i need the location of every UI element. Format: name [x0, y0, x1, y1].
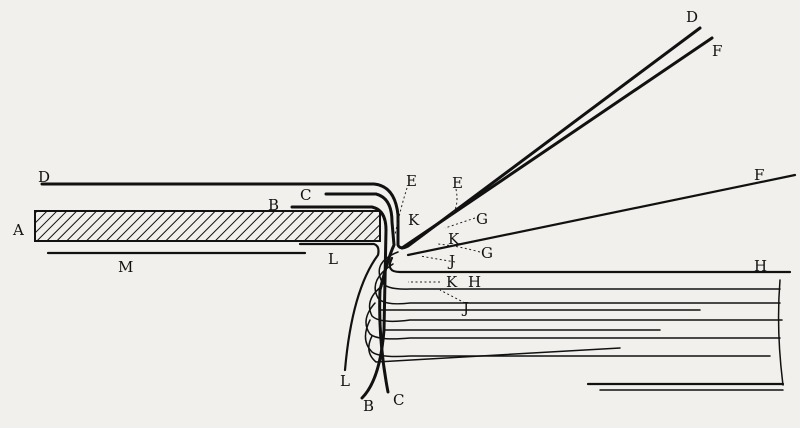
label-c-top: C: [300, 186, 311, 204]
layer-c: [324, 192, 396, 394]
label-m: M: [118, 258, 133, 276]
label-h-middle: H: [468, 273, 481, 291]
label-d-left: D: [38, 168, 50, 186]
lining-f-lower: [406, 173, 797, 257]
label-d-right: D: [686, 8, 698, 26]
label-k-middle: K: [448, 230, 460, 248]
label-f-right: F: [754, 166, 764, 184]
label-j-lower: J: [461, 299, 469, 317]
label-h-right: H: [754, 257, 767, 275]
label-b-top: B: [268, 196, 279, 214]
label-j-upper: J: [447, 252, 455, 270]
label-c-bottom: C: [393, 391, 404, 409]
label-b-bottom: B: [363, 397, 374, 415]
label-e-left: E: [406, 172, 417, 190]
layer-b: [290, 205, 388, 400]
leader-lines: [394, 187, 481, 304]
label-g-upper: G: [476, 210, 488, 228]
label-l-bottom: L: [340, 372, 350, 390]
label-e-right: E: [452, 174, 463, 192]
label-f-upper: F: [712, 42, 722, 60]
board-a: [34, 210, 381, 242]
label-k-upper: K: [408, 211, 420, 229]
cloth-f-upper: [400, 36, 714, 250]
label-k-lower: K: [446, 273, 458, 291]
label-l-right: L: [328, 250, 338, 268]
page-sections: [364, 251, 792, 386]
label-g-lower: G: [481, 244, 493, 262]
label-a: A: [12, 221, 24, 239]
layer-l: [298, 242, 380, 372]
